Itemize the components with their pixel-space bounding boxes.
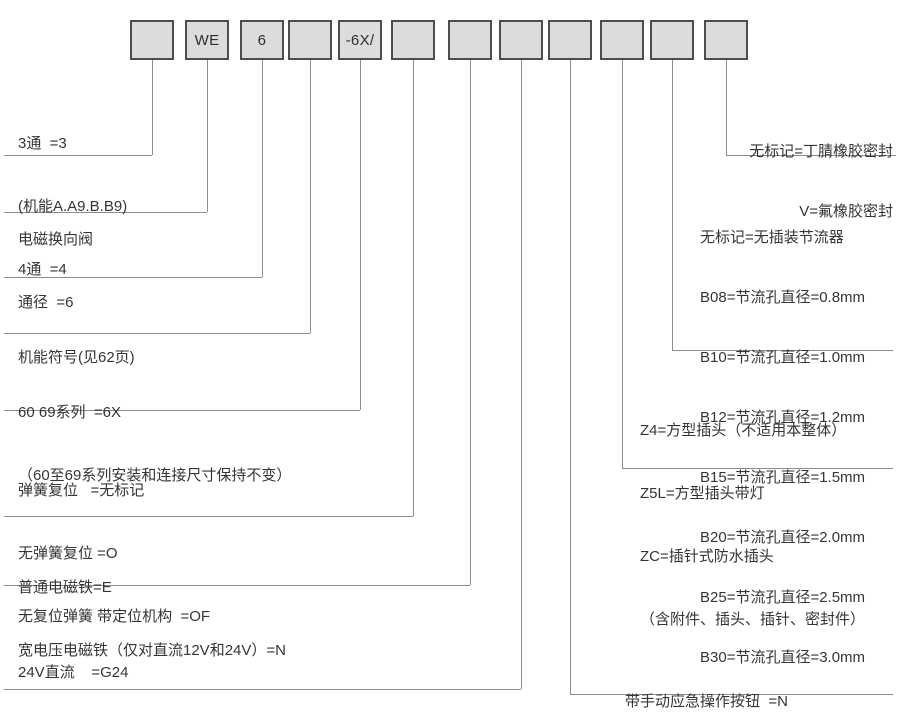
rule-manual-override — [570, 694, 893, 695]
code-box-11 — [650, 20, 694, 60]
label-line: 无标记=丁腈橡胶密封 — [749, 143, 893, 160]
label-line: B15=节流孔直径=1.5mm — [700, 469, 866, 486]
code-box-2: WE — [185, 20, 229, 60]
label-line: 带手动应急操作按钮 =N — [625, 693, 788, 710]
label-manual-override: 带手动应急操作按钮 =N — [625, 649, 788, 723]
label-ways: 3通 =3 (机能A.A9.B.B9) 4通 =4 — [18, 91, 127, 322]
connector-v-spring-return — [413, 60, 414, 516]
label-line: 4通 =4 — [18, 261, 67, 278]
label-line: V=氟橡胶密封 — [799, 203, 893, 220]
rule-spring-return — [4, 516, 413, 517]
connector-v-series — [360, 60, 361, 410]
connector-v-solenoid — [470, 60, 471, 585]
code-box-4 — [288, 20, 332, 60]
label-line: （含附件、插头、插针、密封件） — [640, 611, 866, 628]
connector-v-valve-type — [207, 60, 208, 212]
label-line: (机能A.A9.B.B9) — [18, 198, 128, 215]
label-line: B30=节流孔直径=3.0mm — [700, 649, 866, 666]
label-line: B08=节流孔直径=0.8mm — [700, 289, 866, 306]
connector-v-spool-symbol — [310, 60, 311, 333]
rule-throttle — [672, 350, 893, 351]
label-line: Z4=方型插头（不适用本整体） — [640, 422, 847, 439]
rule-voltage — [4, 689, 521, 690]
connector-v-throttle — [672, 60, 673, 350]
code-box-7 — [448, 20, 492, 60]
label-seal: 无标记=丁腈橡胶密封 V=氟橡胶密封 — [749, 102, 893, 262]
code-box-5: -6X/ — [338, 20, 382, 60]
connector-v-manual-override — [570, 60, 571, 694]
connector-v-plug — [622, 60, 623, 468]
label-line: 3通 =3 — [18, 135, 67, 152]
label-line: 机能符号(见62页) — [18, 349, 135, 366]
rule-size — [4, 277, 262, 278]
label-voltage: 24V直流 =G24 220V交流.50Hz =W220-50 220V交流本整… — [18, 620, 200, 723]
label-line: ZC=插针式防水插头 — [640, 548, 774, 565]
rule-solenoid — [4, 585, 470, 586]
rule-plug — [622, 468, 893, 469]
rule-spool-symbol — [4, 333, 310, 334]
label-valve-type: 电磁换向阀 — [18, 187, 93, 292]
connector-v-seal — [726, 60, 727, 155]
label-line: B25=节流孔直径=2.5mm — [700, 589, 866, 606]
label-line: 弹簧复位 =无标记 — [18, 482, 145, 499]
connector-v-size — [262, 60, 263, 277]
label-line: 无复位弹簧 带定位机构 =OF — [18, 608, 211, 625]
label-line: 24V直流 =G24 — [18, 664, 129, 681]
label-line: B20=节流孔直径=2.0mm — [700, 529, 866, 546]
code-box-12 — [704, 20, 748, 60]
label-line: 通径 =6 — [18, 294, 74, 311]
label-size: 通径 =6 — [18, 250, 73, 355]
connector-v-voltage — [521, 60, 522, 689]
label-throttle: 无标记=无插装节流器 B08=节流孔直径=0.8mm B10=节流孔直径=1.0… — [700, 188, 865, 708]
rule-ways — [4, 155, 152, 156]
code-box-10 — [600, 20, 644, 60]
code-box-6 — [391, 20, 435, 60]
rule-valve-type — [4, 212, 207, 213]
label-line: 普通电磁铁=E — [18, 579, 112, 596]
label-plug: Z4=方型插头（不适用本整体） Z5L=方型插头带灯 ZC=插针式防水插头 （含… — [640, 378, 865, 672]
label-line: 60 69系列 =6X — [18, 404, 121, 421]
rule-seal — [726, 155, 896, 156]
label-line: B12=节流孔直径=1.2mm — [700, 409, 866, 426]
label-line: 宽电压电磁铁（仅对直流12V和24V）=N — [18, 642, 286, 659]
label-line: B10=节流孔直径=1.0mm — [700, 349, 866, 366]
label-line: 无标记=无插装节流器 — [700, 229, 844, 246]
label-line: （60至69系列安装和连接尺寸保持不变） — [18, 467, 292, 484]
label-line: 无弹簧复位 =O — [18, 545, 118, 562]
code-box-1 — [130, 20, 174, 60]
code-box-9 — [548, 20, 592, 60]
label-spring-return: 弹簧复位 =无标记 无弹簧复位 =O 无复位弹簧 带定位机构 =OF — [18, 438, 210, 669]
label-line: 电磁换向阀 — [18, 231, 94, 248]
code-box-8 — [499, 20, 543, 60]
label-spool-symbol: 机能符号(见62页) — [18, 305, 135, 410]
code-box-3: 6 — [240, 20, 284, 60]
rule-series — [4, 410, 360, 411]
connector-v-ways — [152, 60, 153, 155]
label-line: Z5L=方型插头带灯 — [640, 485, 765, 502]
label-series: 60 69系列 =6X （60至69系列安装和连接尺寸保持不变） — [18, 360, 291, 528]
label-solenoid: 普通电磁铁=E 宽电压电磁铁（仅对直流12V和24V）=N — [18, 535, 286, 703]
